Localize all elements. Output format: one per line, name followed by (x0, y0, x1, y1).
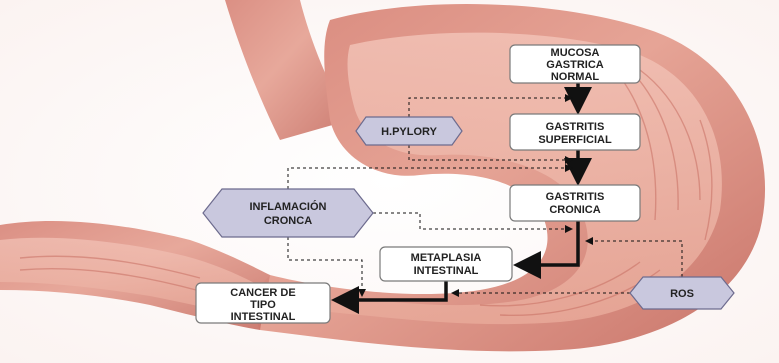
factor-inflamacion-cronica: INFLAMACIÓN CRONCA (203, 189, 373, 237)
node-cancer-line-1: CANCER DE (230, 287, 295, 299)
node-cancer-tipo-intestinal: CANCER DE TIPO INTESTINAL (196, 283, 330, 323)
node-cronica-line-2: CRONICA (549, 204, 600, 216)
node-superficial-line-2: SUPERFICIAL (538, 134, 612, 146)
node-cancer-line-2: TIPO (250, 299, 276, 311)
node-gastritis-cronica: GASTRITIS CRONICA (510, 185, 640, 221)
node-gastritis-superficial: GASTRITIS SUPERFICIAL (510, 114, 640, 150)
node-cronica-line-1: GASTRITIS (546, 191, 605, 203)
node-mucosa-normal: MUCOSA GASTRICA NORMAL (510, 45, 640, 83)
node-mucosa-line-2: GASTRICA (546, 59, 604, 71)
factor-inflamacion-line-1: INFLAMACIÓN (250, 200, 327, 213)
factor-h-pylory-label: H.PYLORY (381, 126, 437, 138)
factor-inflamacion-line-2: CRONCA (264, 215, 312, 227)
node-cancer-line-3: INTESTINAL (231, 311, 296, 323)
node-metaplasia-intestinal: METAPLASIA INTESTINAL (380, 247, 512, 281)
factor-ros-label: ROS (670, 288, 694, 300)
node-mucosa-line-1: MUCOSA (551, 47, 600, 59)
factor-h-pylory: H.PYLORY (356, 117, 462, 145)
node-metaplasia-line-2: INTESTINAL (414, 265, 479, 277)
factor-ros: ROS (630, 277, 734, 309)
node-mucosa-line-3: NORMAL (551, 71, 600, 83)
node-metaplasia-line-1: METAPLASIA (411, 252, 482, 264)
node-superficial-line-1: GASTRITIS (546, 121, 605, 133)
